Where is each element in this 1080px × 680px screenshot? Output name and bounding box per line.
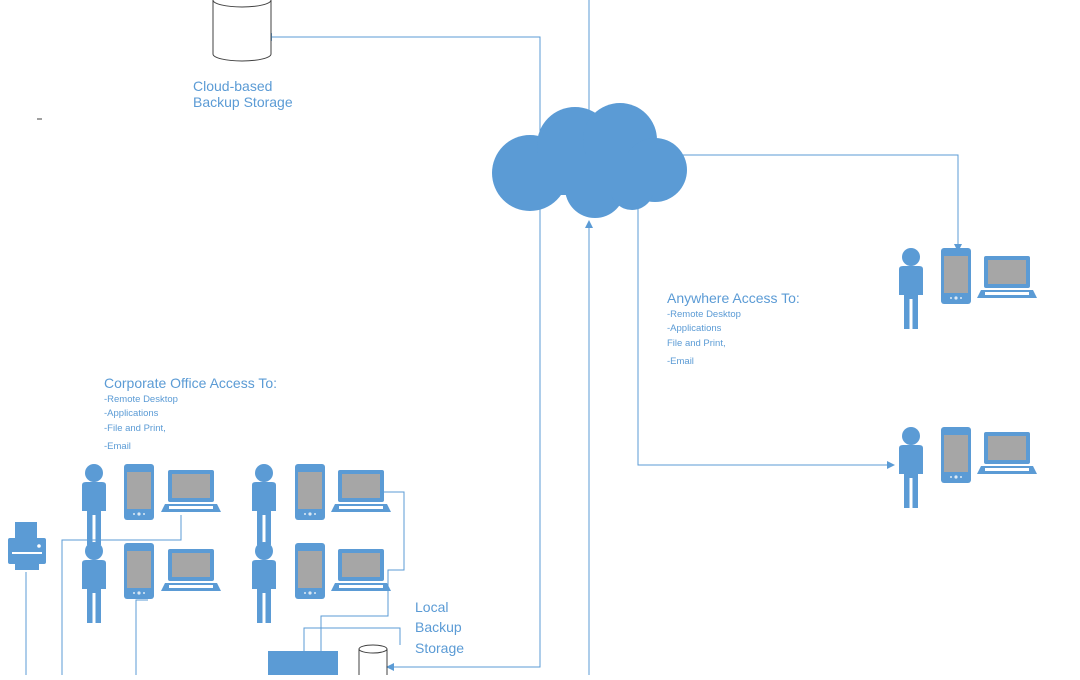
- user-icon: [82, 542, 106, 623]
- database-icon: [358, 644, 388, 680]
- line-switch-to-workstation: [320, 491, 405, 655]
- arrowhead-icon: [386, 663, 394, 671]
- cloud-storage-line1: Cloud-based: [193, 78, 273, 94]
- anywhere-item: -Email: [667, 355, 694, 367]
- anywhere-access-block: Anywhere Access To: -Remote Desktop -App…: [667, 290, 800, 369]
- corporate-item: -Remote Desktop: [104, 394, 178, 406]
- tablet-icon: [124, 464, 154, 520]
- cloud-storage-label: Cloud-based Backup Storage: [193, 78, 293, 110]
- office-workstation-2: [252, 464, 391, 545]
- office-workstation-4: [252, 542, 391, 623]
- local-storage-line2: Backup: [415, 619, 462, 636]
- tablet-icon: [295, 464, 325, 520]
- anywhere-access-title: Anywhere Access To:: [667, 290, 800, 306]
- connection-lines: [25, 0, 959, 675]
- server-icon: [268, 651, 338, 680]
- corporate-access-title: Corporate Office Access To:: [104, 375, 278, 391]
- cloud-storage-line2: Backup Storage: [193, 94, 293, 111]
- line-office-group-lower: [135, 599, 148, 675]
- anywhere-item: -Remote Desktop: [667, 309, 741, 321]
- arrowhead-icon: [887, 461, 895, 469]
- user-icon: [899, 427, 923, 508]
- local-storage-line3: Storage: [415, 639, 465, 656]
- remote-user-upper: [899, 248, 1037, 329]
- tablet-icon: [124, 543, 154, 599]
- line-cloud-to-lower-remote-user: [637, 205, 893, 466]
- cloud-icon: [492, 103, 687, 218]
- user-icon: [252, 542, 276, 623]
- remote-user-lower: [899, 427, 1037, 508]
- corporate-item: -File and Print,: [104, 422, 166, 434]
- line-switch-feed: [303, 627, 401, 655]
- corporate-access-block: Corporate Office Access To: -Remote Desk…: [104, 375, 277, 454]
- local-storage-line1: Local: [415, 599, 449, 615]
- user-icon: [252, 464, 276, 545]
- database-icon: [212, 0, 272, 62]
- line-office-group-upper: [61, 515, 182, 675]
- anywhere-item: -Applications: [667, 323, 722, 335]
- corporate-item: -Applications: [104, 408, 159, 420]
- tablet-icon: [295, 543, 325, 599]
- office-workstation-1: [82, 464, 221, 545]
- corporate-item: -Email: [104, 440, 131, 452]
- line-local-storage-to-cloud-storage: [387, 200, 541, 668]
- user-icon: [899, 248, 923, 329]
- tablet-icon: [941, 248, 971, 304]
- arrowhead-icon: [585, 220, 593, 228]
- laptop-icon: [977, 432, 1037, 474]
- local-storage-label: Local Backup Storage: [415, 597, 464, 658]
- user-icon: [82, 464, 106, 545]
- laptop-icon: [161, 549, 221, 591]
- office-workstation-3: [82, 542, 221, 623]
- tablet-icon: [941, 427, 971, 483]
- printer-icon: [8, 522, 46, 570]
- laptop-icon: [331, 470, 391, 512]
- laptop-icon: [331, 549, 391, 591]
- line-cloud-to-upper-remote-user: [680, 154, 959, 250]
- laptop-icon: [161, 470, 221, 512]
- anywhere-item: File and Print,: [667, 337, 726, 349]
- laptop-icon: [977, 256, 1037, 298]
